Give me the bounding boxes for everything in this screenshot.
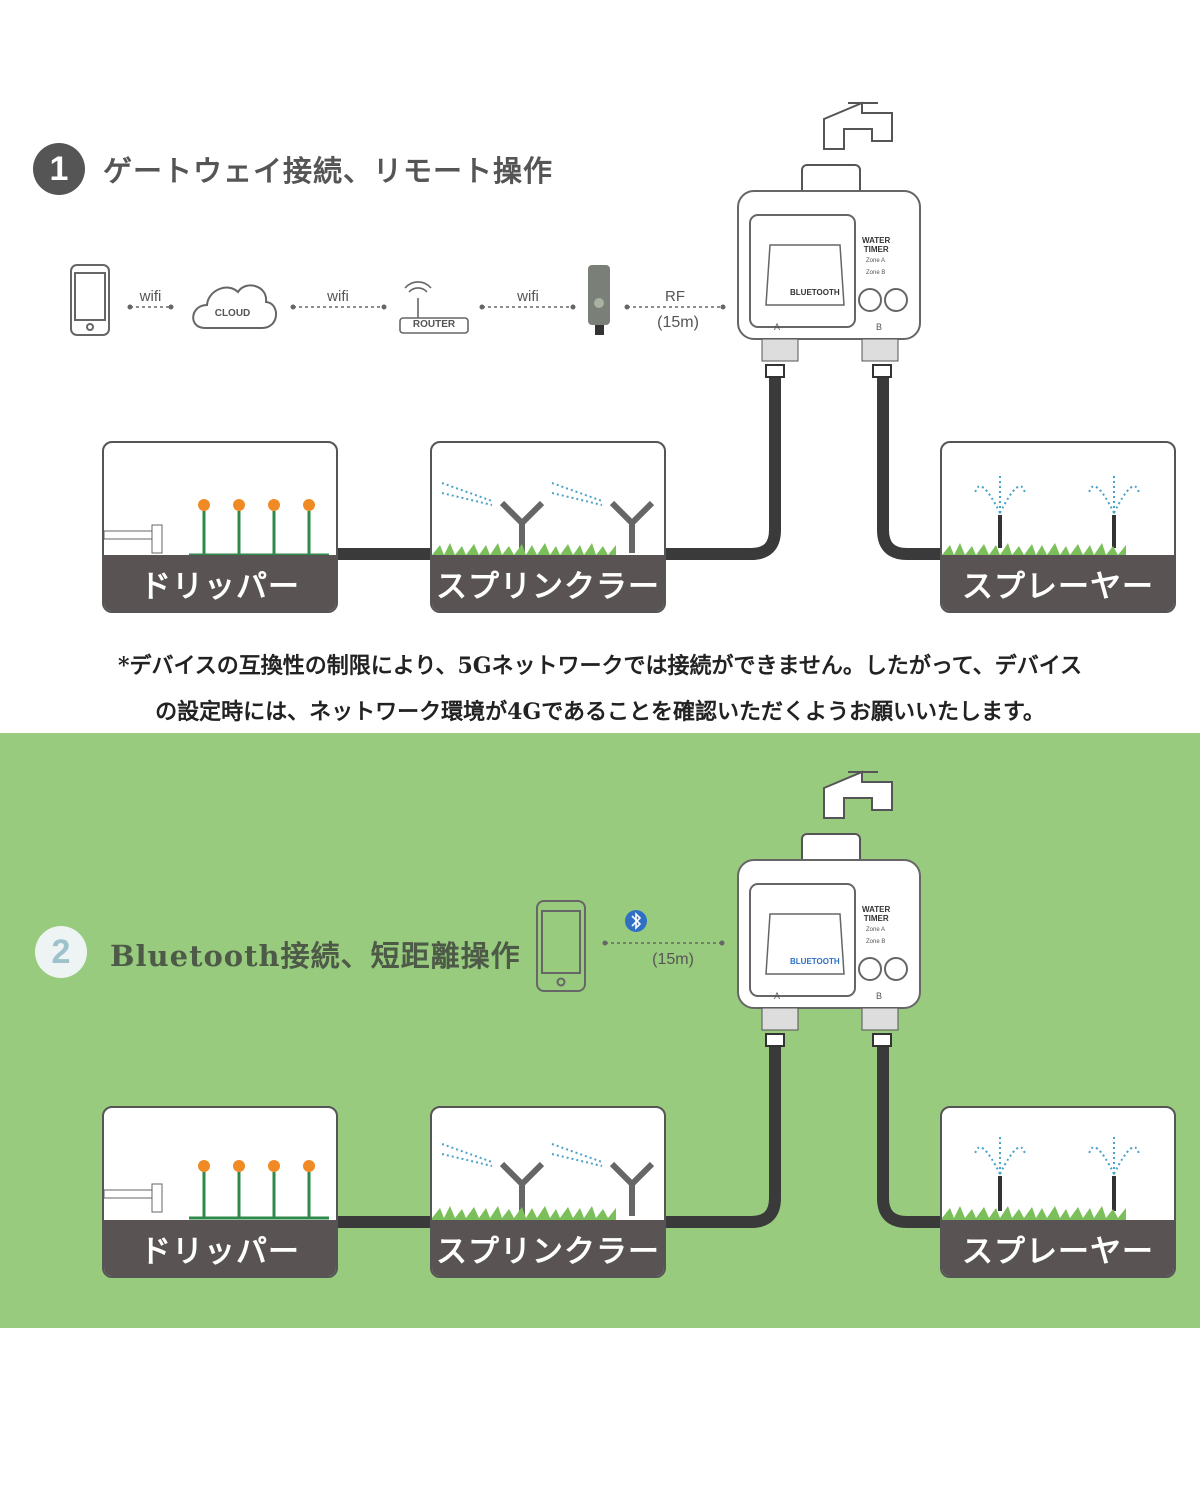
hoses: [337, 378, 942, 1228]
phone-icon: [70, 264, 110, 336]
link-label-rf: RF: [665, 288, 685, 305]
zone-a-label: Zone A: [866, 258, 886, 264]
sprayer-illustration: [942, 475, 1140, 563]
link-range: (15m): [652, 951, 694, 968]
panel-label: ドリッパー: [104, 555, 336, 611]
gateway-device-icon: [588, 265, 610, 335]
panel-label: スプレーヤー: [942, 555, 1174, 611]
outlet-b-label: B: [876, 991, 883, 1001]
zone-b-label: Zone B: [866, 270, 886, 276]
outlet-b-label: B: [876, 322, 883, 332]
bluetooth-diagram: [536, 900, 725, 992]
panel-sprayer: スプレーヤー: [940, 1106, 1176, 1278]
bluetooth-icon: [625, 910, 647, 932]
sprinkler-illustration: [432, 1143, 655, 1228]
cloud-icon: [192, 284, 277, 329]
step-number-2: 2: [35, 926, 87, 978]
link-label-wifi: wifi: [517, 288, 539, 305]
water-timer-device: [737, 771, 921, 1047]
panel-dripper: ドリッパー: [102, 1106, 338, 1278]
water-timer-device: [737, 102, 921, 378]
timer-logo: BLUETOOTH: [790, 288, 840, 297]
timer-logo: BLUETOOTH: [790, 957, 840, 966]
sprayer-illustration: [942, 1136, 1140, 1228]
link-label-wifi: wifi: [327, 288, 349, 305]
panel-label: スプレーヤー: [942, 1220, 1174, 1276]
panel-label: ドリッパー: [104, 1220, 336, 1276]
panel-label: スプリンクラー: [432, 1220, 664, 1276]
cloud-label: CLOUD: [214, 308, 251, 319]
phone-icon: [536, 900, 586, 992]
link-range: (15m): [657, 314, 699, 331]
step-number-1: 1: [33, 143, 85, 195]
dripper-illustration: [104, 499, 329, 557]
gateway-diagram: [70, 264, 726, 336]
panel-label: スプリンクラー: [432, 555, 664, 611]
router-icon: [399, 281, 469, 334]
panel-sprayer: スプレーヤー: [940, 441, 1176, 613]
panel-sprinkler: スプリンクラー: [430, 1106, 666, 1278]
dripper-illustration: [104, 1160, 329, 1220]
sprinkler-illustration: [432, 482, 655, 563]
section-title: Bluetooth接続、短距離操作: [110, 939, 521, 973]
outlet-a-label: A: [774, 322, 781, 332]
panel-dripper: ドリッパー: [102, 441, 338, 613]
link-label-wifi: wifi: [139, 288, 162, 305]
zone-b-label: Zone B: [866, 939, 886, 945]
panel-sprinkler: スプリンクラー: [430, 441, 666, 613]
outlet-a-label: A: [774, 991, 781, 1001]
section-title: ゲートウェイ接続、リモート操作: [103, 154, 554, 188]
note-line-2: の設定時には、ネットワーク環境が4Gであることを確認いただくようお願いいたします…: [155, 699, 1045, 725]
note-line-1: *デバイスの互換性の制限により、5Gネットワークでは接続ができません。したがって…: [117, 653, 1083, 679]
router-label: ROUTER: [412, 319, 456, 330]
zone-a-label: Zone A: [866, 927, 886, 933]
